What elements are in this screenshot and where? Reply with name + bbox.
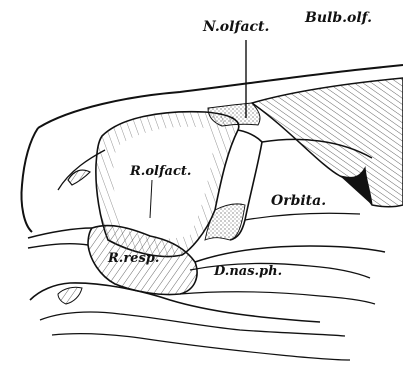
label-orbita: Orbita.: [271, 193, 326, 209]
label-d-nas-ph: D.nas.ph.: [213, 264, 282, 279]
label-bulb-olf: Bulb.olf.: [304, 10, 372, 26]
label-r-resp: R.resp.: [107, 251, 159, 266]
palate-upper-line: [28, 228, 92, 238]
label-r-olfact: R.olfact.: [129, 164, 191, 179]
palate-floor-curve: [195, 246, 385, 262]
palate-lower-line: [28, 244, 88, 248]
nasopharyngeal-duct-lower: [180, 292, 375, 304]
orbit-lower-line: [245, 213, 360, 220]
nasal-opening: [68, 170, 90, 185]
lower-jaw-outline-2: [40, 312, 345, 336]
snout-outline: [21, 128, 38, 232]
tooth-region: [58, 287, 82, 304]
lower-jaw-outline-3: [52, 334, 350, 360]
label-n-olfact: N.olfact.: [202, 19, 269, 35]
